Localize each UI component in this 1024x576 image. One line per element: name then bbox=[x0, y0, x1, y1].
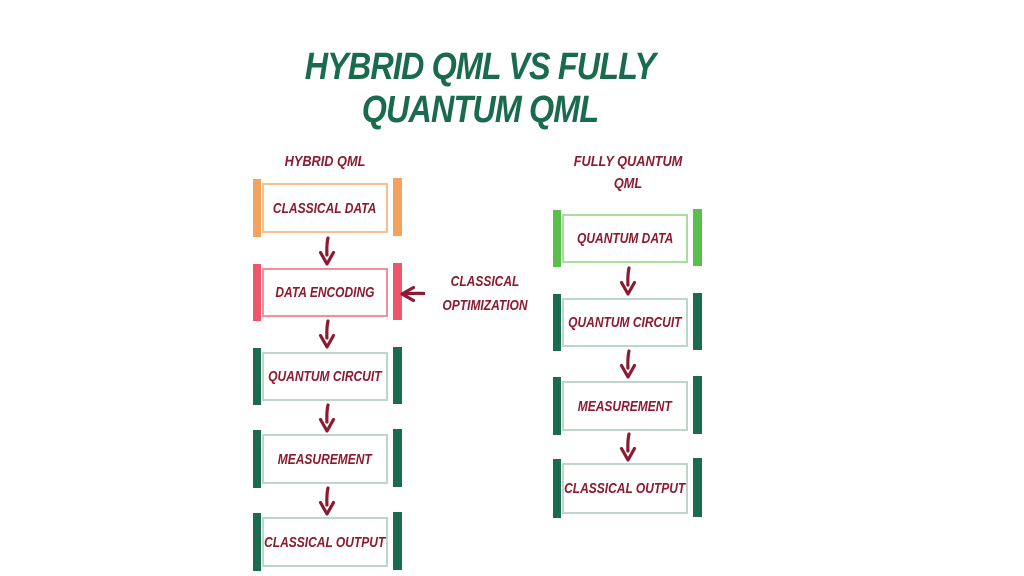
box-accent-bar-right bbox=[393, 347, 402, 404]
box-accent-bar-left bbox=[553, 210, 561, 267]
box-frame bbox=[562, 381, 688, 431]
flow-box-label: DATA ENCODING bbox=[275, 284, 375, 301]
right-column-header-text: FULLY QUANTUM QML bbox=[573, 153, 683, 192]
flow-box-label: CLASSICAL DATA bbox=[273, 199, 377, 217]
down-arrow-icon bbox=[318, 403, 336, 433]
box-accent-bar-right bbox=[693, 458, 702, 517]
down-arrow-icon bbox=[619, 266, 637, 296]
flow-box-label: CLASSICAL OUTPUT bbox=[264, 533, 386, 551]
left-column-header: HYBRID QML bbox=[262, 151, 388, 173]
down-arrow-icon bbox=[318, 319, 336, 349]
flow-box-measurement-right: MEASUREMENT bbox=[553, 376, 702, 435]
flow-box-label: QUANTUM DATA bbox=[576, 230, 674, 247]
flow-box-quantum-circuit-right: QUANTUM CIRCUIT bbox=[553, 293, 702, 351]
down-arrow-icon bbox=[619, 432, 637, 462]
flow-box-quantum-data: QUANTUM DATA bbox=[553, 209, 702, 267]
box-accent-bar-right bbox=[693, 209, 702, 266]
box-accent-bar-left bbox=[553, 377, 561, 435]
box-accent-bar-right bbox=[393, 512, 402, 570]
left-column-header-text: HYBRID QML bbox=[284, 153, 366, 170]
box-accent-bar-left bbox=[553, 459, 561, 518]
right-column-header: FULLY QUANTUM QML bbox=[558, 151, 698, 195]
flow-box-classical-output-left: CLASSICAL OUTPUT bbox=[253, 512, 402, 571]
box-accent-bar-left bbox=[253, 513, 261, 571]
box-accent-bar-left bbox=[253, 348, 261, 405]
box-accent-bar-left bbox=[253, 430, 261, 488]
box-accent-bar-left bbox=[553, 294, 561, 351]
flow-box-data-encoding: DATA ENCODING bbox=[253, 263, 402, 321]
box-accent-bar-right bbox=[693, 293, 702, 350]
flow-box-classical-output-right: CLASSICAL OUTPUT bbox=[553, 458, 702, 518]
flow-box-measurement-left: MEASUREMENT bbox=[253, 429, 402, 488]
flow-box-label: QUANTUM CIRCUIT bbox=[268, 368, 382, 385]
flow-box-classical-data: CLASSICAL DATA bbox=[253, 178, 402, 237]
box-frame bbox=[562, 463, 688, 514]
down-arrow-icon bbox=[318, 486, 336, 516]
left-arrow-icon bbox=[400, 285, 425, 303]
annotation-label: CLASSICAL OPTIMIZATION bbox=[442, 273, 528, 314]
box-accent-bar-right bbox=[393, 263, 402, 320]
box-frame bbox=[262, 268, 388, 317]
flow-box-label: CLASSICAL OUTPUT bbox=[564, 480, 686, 497]
flow-box-quantum-circuit-left: QUANTUM CIRCUIT bbox=[253, 347, 402, 405]
flow-box-label: QUANTUM CIRCUIT bbox=[568, 314, 682, 331]
down-arrow-icon bbox=[318, 236, 336, 266]
flow-box-label: MEASUREMENT bbox=[577, 397, 672, 415]
annotation-classical-optimization: CLASSICAL OPTIMIZATION bbox=[397, 270, 544, 318]
box-frame bbox=[262, 434, 388, 484]
diagram-title-text: HYBRID QML VS FULLY QUANTUM QML bbox=[304, 46, 656, 131]
diagram-title: HYBRID QML VS FULLY QUANTUM QML bbox=[180, 46, 780, 131]
box-accent-bar-right bbox=[393, 178, 402, 236]
box-accent-bar-left bbox=[253, 179, 261, 237]
flow-box-label: MEASUREMENT bbox=[277, 450, 372, 468]
down-arrow-icon bbox=[619, 349, 637, 379]
box-frame bbox=[262, 352, 388, 401]
box-frame bbox=[562, 298, 688, 347]
box-frame bbox=[562, 214, 688, 263]
box-frame bbox=[262, 517, 388, 567]
box-accent-bar-left bbox=[253, 264, 261, 321]
box-accent-bar-right bbox=[393, 429, 402, 487]
box-accent-bar-right bbox=[693, 376, 702, 434]
box-frame bbox=[262, 183, 388, 233]
